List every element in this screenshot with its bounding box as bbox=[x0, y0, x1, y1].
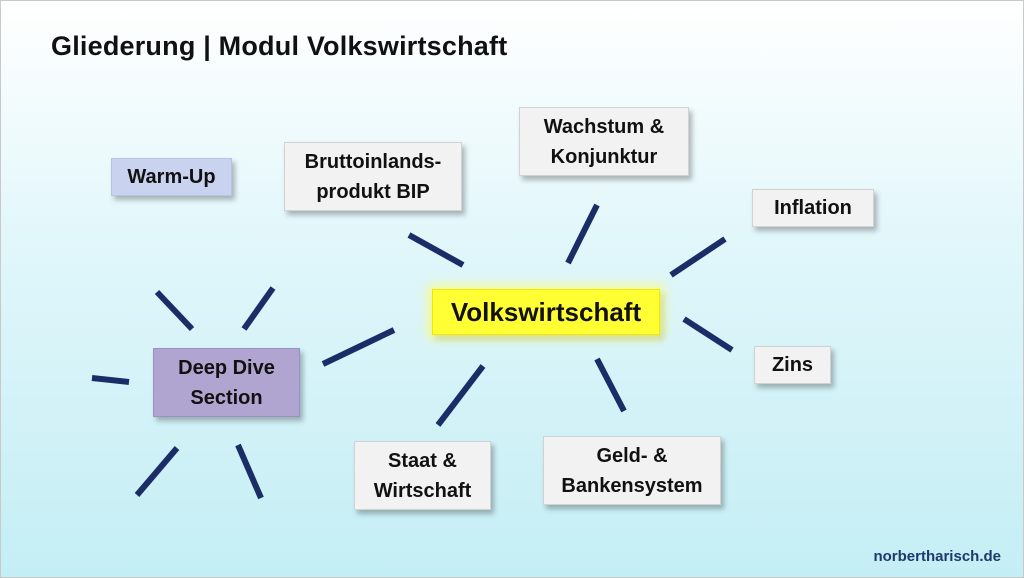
node-wachstum-konjunktur: Wachstum & Konjunktur bbox=[519, 107, 689, 176]
ray-deep-dive-4 bbox=[134, 446, 180, 497]
node-warm-up: Warm-Up bbox=[111, 158, 232, 196]
connector-deep-dive bbox=[321, 327, 396, 367]
ray-deep-dive-2 bbox=[241, 286, 276, 331]
node-volkswirtschaft: Volkswirtschaft bbox=[432, 289, 660, 335]
ray-deep-dive-1 bbox=[154, 289, 195, 332]
ray-deep-dive-5 bbox=[235, 443, 264, 500]
node-staat-wirtschaft: Staat & Wirtschaft bbox=[354, 441, 491, 510]
node-zins: Zins bbox=[754, 346, 831, 384]
node-inflation: Inflation bbox=[752, 189, 874, 227]
connector-zins bbox=[682, 316, 734, 353]
slide-title: Gliederung | Modul Volkswirtschaft bbox=[51, 31, 508, 61]
connector-geld bbox=[594, 357, 627, 413]
connector-staat bbox=[435, 364, 486, 427]
connector-wachstum bbox=[565, 203, 600, 265]
connector-bip bbox=[407, 232, 465, 268]
ray-deep-dive-3 bbox=[91, 375, 130, 385]
connector-inflation bbox=[669, 236, 727, 278]
footer-website: norbertharisch.de bbox=[873, 548, 1001, 565]
node-geld-bankensystem: Geld- & Bankensystem bbox=[543, 436, 721, 505]
node-bruttoinlandsprodukt: Bruttoinlands- produkt BIP bbox=[284, 142, 462, 211]
node-deep-dive-section: Deep Dive Section bbox=[153, 348, 300, 417]
